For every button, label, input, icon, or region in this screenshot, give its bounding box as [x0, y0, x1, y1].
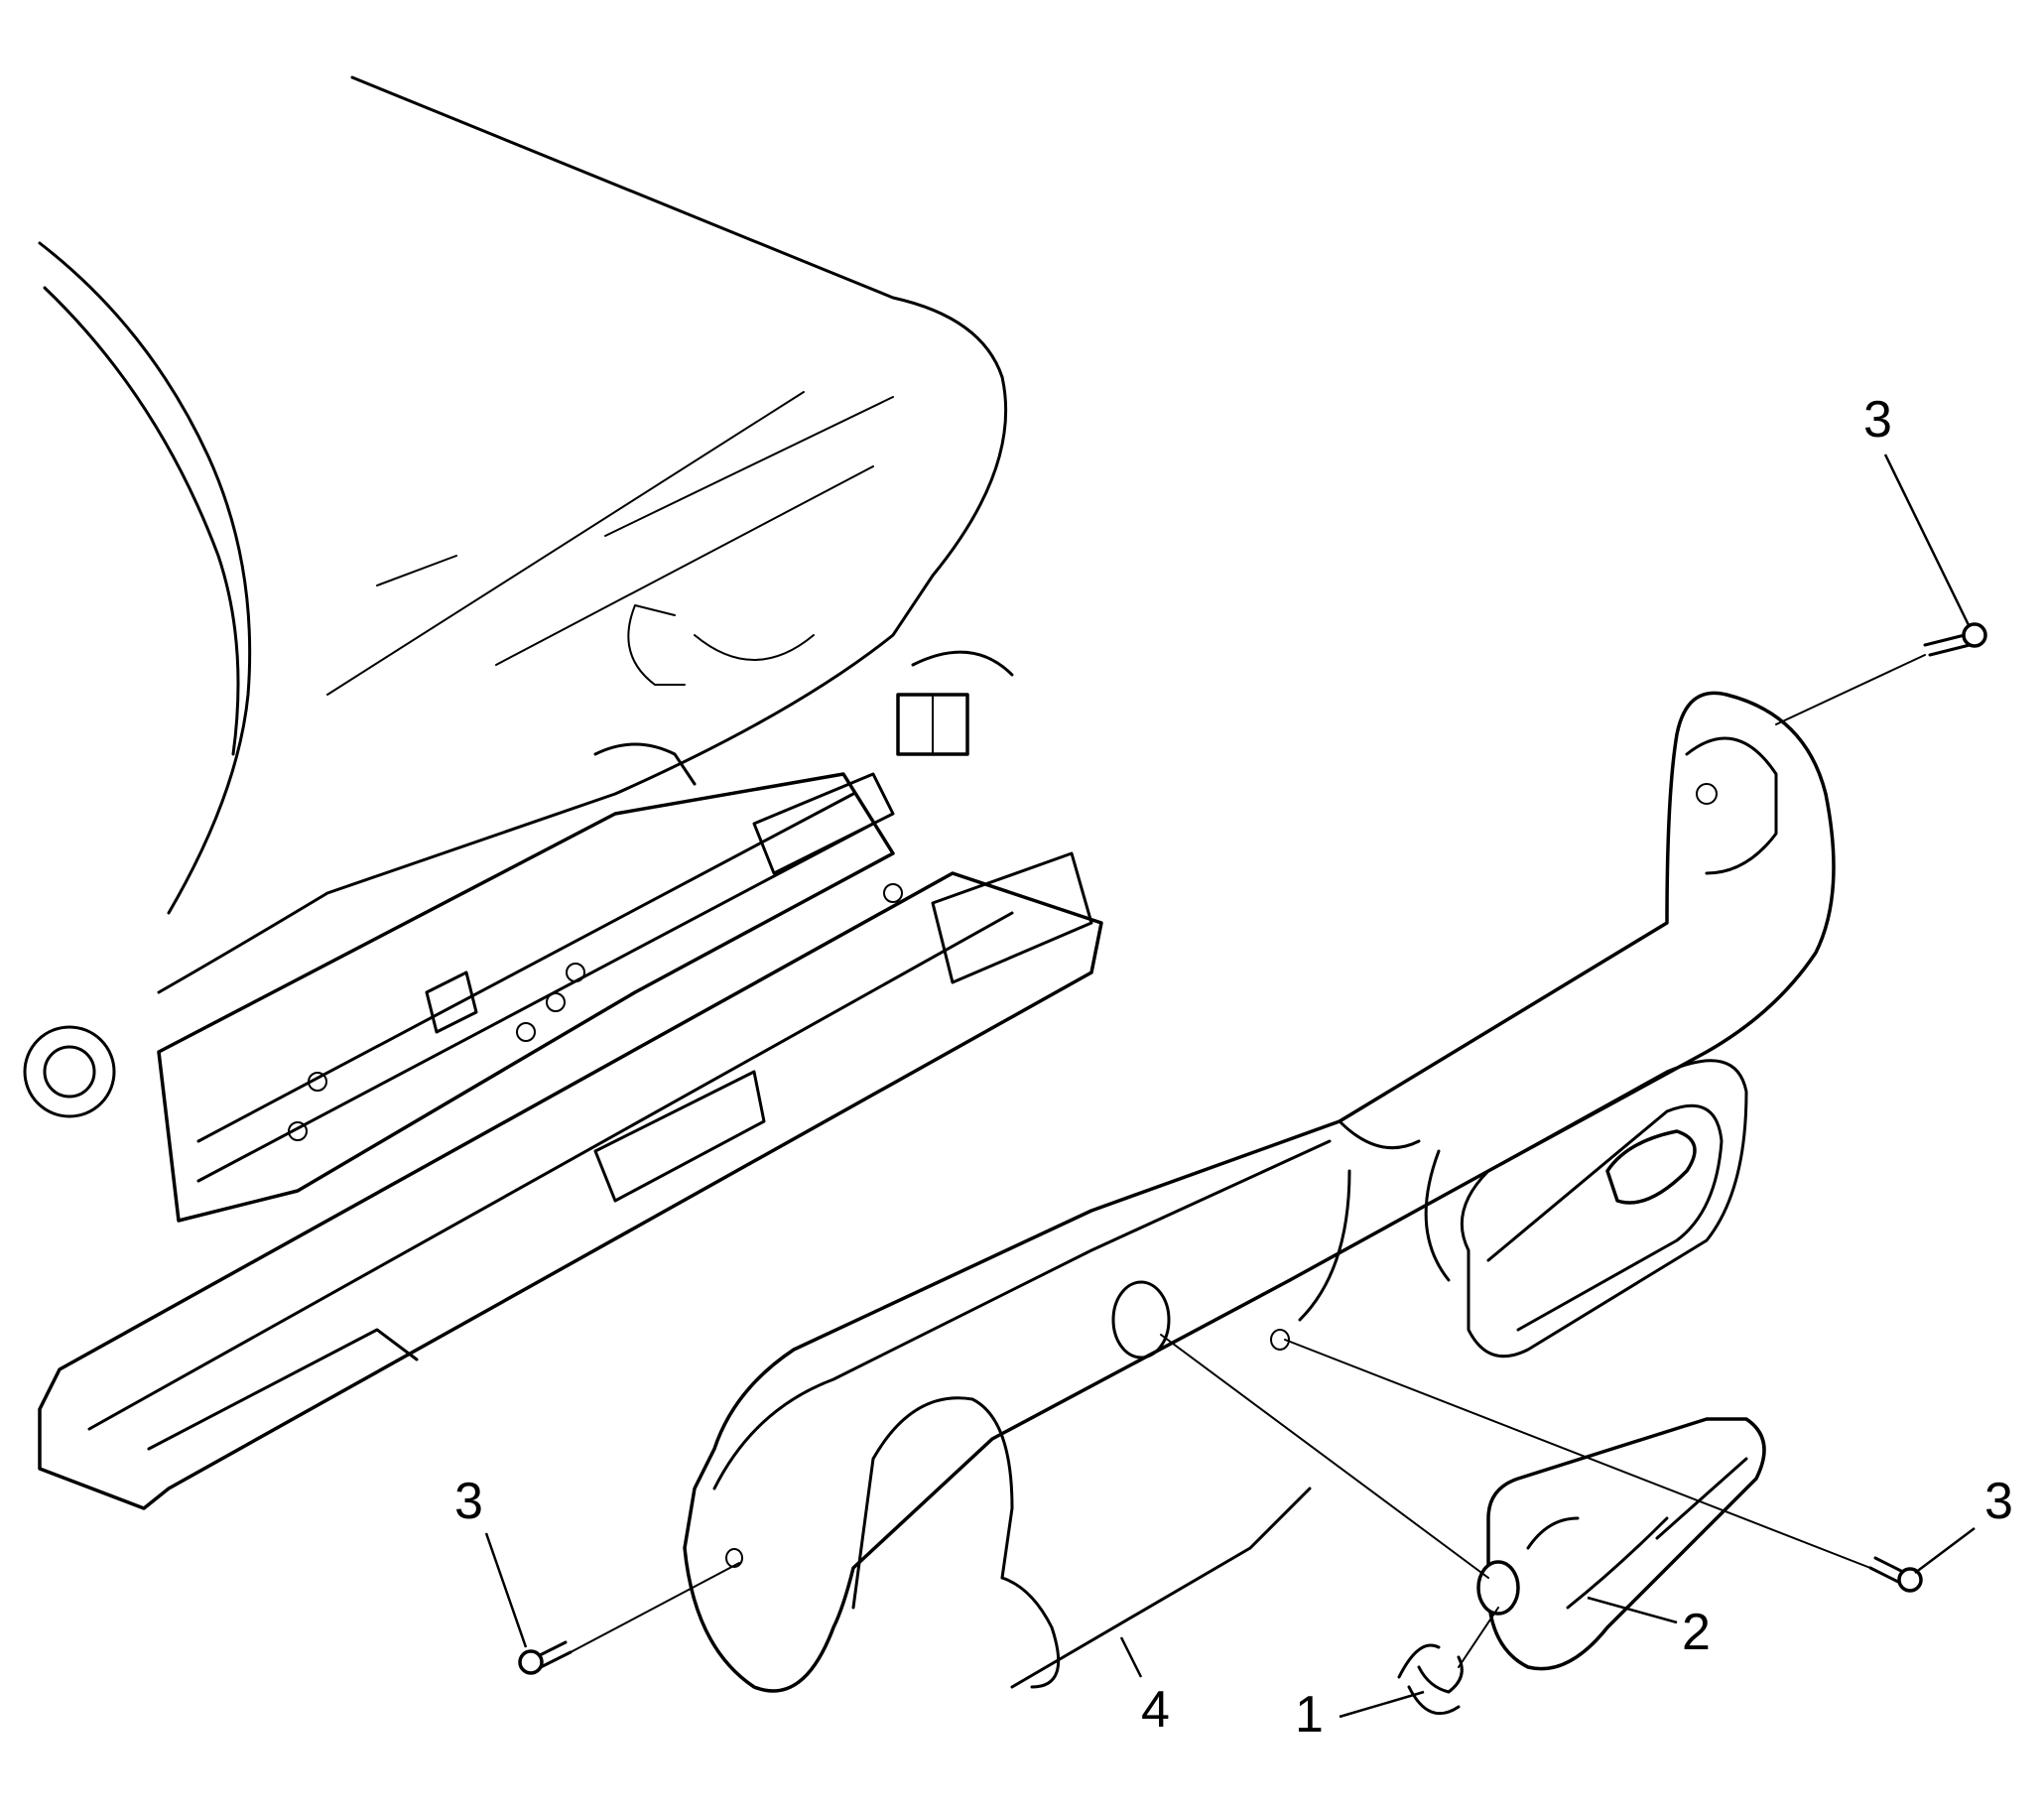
- assembly-lines: [570, 654, 1926, 1668]
- side-trim-panel: [683, 691, 1836, 1693]
- seat-adjuster-track: [23, 604, 1103, 1510]
- screw-lower-left: [518, 1640, 573, 1675]
- callouts: 3 3 3 2 4 1: [454, 391, 2013, 1744]
- leader-lines: [484, 453, 1976, 1719]
- screw-lower-right: [1868, 1556, 1923, 1593]
- seat-cushion: [38, 75, 1008, 994]
- recline-handle: [1476, 1417, 1766, 1671]
- callout-3-right: 3: [1984, 1473, 2013, 1530]
- callout-1: 1: [1295, 1686, 1324, 1744]
- screw-upper-right: [1923, 622, 1987, 657]
- callout-3-upper: 3: [1863, 391, 1892, 449]
- callout-4: 4: [1141, 1681, 1170, 1739]
- callout-3-left: 3: [454, 1473, 483, 1530]
- retaining-clip: [1397, 1643, 1464, 1716]
- wiring-connector: [896, 650, 1014, 756]
- callout-2: 2: [1682, 1604, 1711, 1661]
